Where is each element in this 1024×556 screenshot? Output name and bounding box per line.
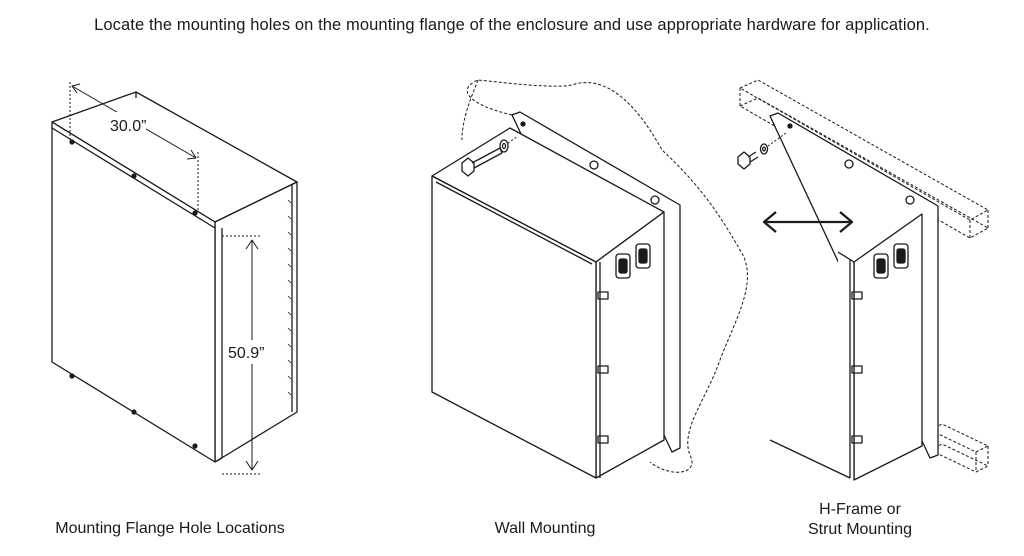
height-label: 50.9” xyxy=(228,345,264,362)
caption-wall: Wall Mounting xyxy=(494,520,596,537)
bolt-icon xyxy=(737,151,759,170)
wall-enclosure-drawing xyxy=(431,111,681,479)
mounting-hole xyxy=(192,443,198,449)
mounting-hole-group xyxy=(69,139,198,449)
wall-outline xyxy=(461,79,748,473)
caption-flange: Mounting Flange Hole Locations xyxy=(55,520,285,537)
strut-channel-bottom xyxy=(929,423,989,473)
double-arrow-icon xyxy=(762,211,854,233)
washer-icon xyxy=(499,135,519,153)
caption-hframe: H-Frame or Strut Mounting xyxy=(770,500,950,540)
mounting-hole xyxy=(69,373,75,379)
washer-icon xyxy=(759,132,787,155)
hframe-enclosure-drawing xyxy=(769,112,939,481)
width-label: 30.0” xyxy=(110,118,146,135)
mounting-hole xyxy=(192,210,198,216)
flange-enclosure-drawing xyxy=(51,91,298,463)
mounting-hole xyxy=(69,139,75,145)
mounting-hole xyxy=(131,173,137,179)
caption-hframe-line2: Strut Mounting xyxy=(807,521,913,538)
caption-hframe-line1: H-Frame or xyxy=(819,501,901,518)
mounting-hole xyxy=(131,409,137,415)
instruction-text: Locate the mounting holes on the mountin… xyxy=(94,16,930,34)
